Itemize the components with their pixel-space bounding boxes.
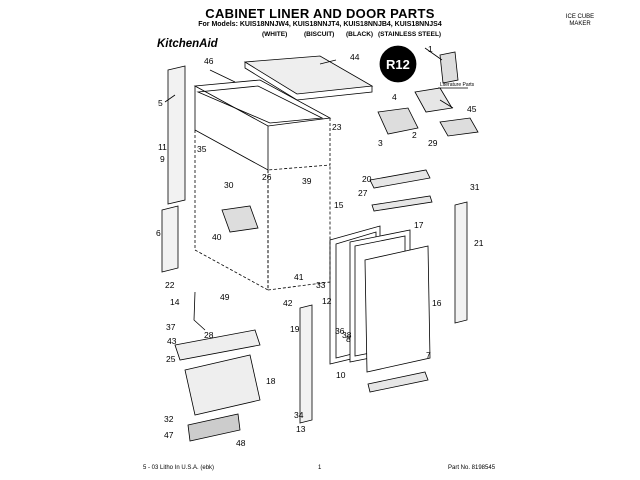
drain-hose [193, 291, 206, 331]
callout-23: 23 [332, 122, 342, 132]
page-title: CABINET LINER AND DOOR PARTS [205, 6, 435, 21]
callout-4: 4 [392, 92, 397, 102]
left-trim-panel [167, 65, 186, 205]
callout-21: 21 [474, 238, 484, 248]
literature-booklet [439, 51, 459, 84]
callout-42: 42 [283, 298, 293, 308]
callout-27: 27 [358, 188, 368, 198]
door-hinge-right [454, 201, 468, 324]
callout-35: 35 [197, 144, 207, 154]
callout-40: 40 [212, 232, 222, 242]
callout-11: 11 [158, 142, 167, 152]
callout-1: 1 [428, 44, 433, 54]
outer-door-panel [364, 245, 431, 373]
door-hinge-left [299, 304, 313, 424]
toe-grille-top [174, 329, 261, 361]
section-label-line2: MAKER [569, 21, 591, 27]
callout-33: 33 [316, 280, 326, 290]
r12-badge-text: R12 [386, 57, 410, 72]
callout-25: 25 [166, 354, 176, 364]
callout-47: 47 [164, 430, 174, 440]
callout-48: 48 [236, 438, 246, 448]
callout-34: 34 [294, 410, 304, 420]
brand-logo: KitchenAid [157, 38, 218, 50]
callout-2: 2 [412, 130, 417, 140]
ice-maker-shield [377, 107, 419, 135]
callout-6: 6 [156, 228, 161, 238]
r12-badge [379, 45, 417, 83]
callout-31: 31 [470, 182, 480, 192]
callout-30: 30 [224, 180, 234, 190]
footer-page-number: 1 [318, 465, 322, 471]
callout-17: 17 [414, 220, 424, 230]
callout-36: 36 [335, 326, 345, 336]
callout-46: 46 [204, 56, 214, 66]
section-label-line1: ICE CUBE [565, 14, 595, 20]
callout-38: 38 [342, 330, 352, 340]
section-label: ICE CUBE MAKER [552, 14, 608, 28]
callout-29: 29 [428, 138, 438, 148]
callout-9: 9 [160, 154, 165, 164]
model-list: For Models: KUIS18NNJW4, KUIS18NNJT4, KU… [198, 21, 442, 28]
toe-grille-vent [187, 413, 241, 442]
callout-10: 10 [336, 370, 346, 380]
door-bottom-trim [367, 371, 429, 393]
cube-bin [221, 205, 259, 233]
toe-grille-assembly [184, 354, 261, 416]
callout-18: 18 [266, 376, 276, 386]
footer-part-number: Part No. 8198545 [448, 465, 496, 471]
literature-parts-label: Literature Parts [440, 82, 475, 88]
callout-8: 8 [346, 334, 351, 344]
callout-41: 41 [294, 272, 304, 282]
footer-litho: 5 - 03 Litho In U.S.A. (ebk) [143, 465, 215, 471]
callout-19: 19 [290, 324, 300, 334]
callout-28: 28 [204, 330, 214, 340]
callout-3: 3 [378, 138, 383, 148]
color-stainless: (STAINLESS STEEL) [378, 31, 442, 38]
callout-26: 26 [262, 172, 272, 182]
callout-49: 49 [220, 292, 230, 302]
callout-45: 45 [467, 104, 477, 114]
door-handle-top [369, 169, 431, 189]
callout-22: 22 [165, 280, 175, 290]
ice-maker-cover [414, 87, 453, 113]
callout-5: 5 [158, 98, 163, 108]
callout-13: 13 [296, 424, 306, 434]
callout-14: 14 [170, 297, 180, 307]
lower-side-panel [161, 205, 179, 273]
callout-32: 32 [164, 414, 174, 424]
callout-numbers: 1234567891011121314151617181920212223252… [156, 44, 484, 448]
color-black: (BLACK) [346, 31, 374, 38]
color-white: (WHITE) [262, 31, 288, 38]
callout-16: 16 [432, 298, 442, 308]
callout-7: 7 [426, 350, 431, 360]
callout-44: 44 [350, 52, 360, 62]
callout-39: 39 [302, 176, 312, 186]
color-biscuit: (BISCUIT) [304, 31, 335, 38]
callout-43: 43 [167, 336, 177, 346]
callout-15: 15 [334, 200, 344, 210]
callout-37: 37 [166, 322, 176, 332]
callout-20: 20 [362, 174, 372, 184]
door-trim-strip [371, 195, 433, 212]
ice-scoop [439, 117, 479, 137]
callout-12: 12 [322, 296, 332, 306]
